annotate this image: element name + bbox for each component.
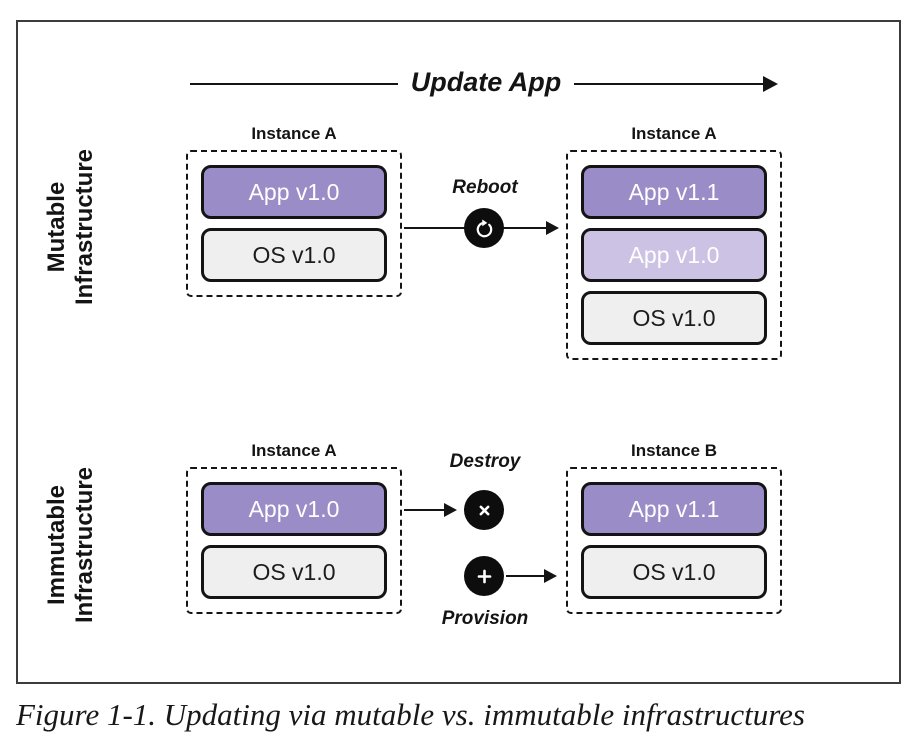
app-box: App v1.0	[201, 482, 387, 536]
update-arrow-line-right	[574, 83, 764, 85]
update-app-label: Update App	[410, 67, 562, 97]
mutable-left-instance: Instance A App v1.0 OS v1.0	[186, 124, 402, 297]
immutable-row-label: Immutable Infrastructure	[43, 425, 107, 665]
mutable-right-instance: Instance A App v1.1 App v1.0 OS v1.0	[566, 124, 782, 360]
immutable-right-instance: Instance B App v1.1 OS v1.0	[566, 441, 782, 614]
provision-label: Provision	[441, 608, 529, 629]
instance-title: Instance A	[251, 124, 337, 143]
reboot-label: Reboot	[452, 177, 518, 198]
old-app-box: App v1.0	[581, 228, 767, 282]
mutable-row-label-line2: Infrastructure	[71, 148, 99, 306]
instance-dashed-box: App v1.1 OS v1.0	[566, 467, 782, 614]
app-box: App v1.0	[201, 165, 387, 219]
update-arrow-line-left	[190, 83, 398, 85]
mutable-row-label: Mutable Infrastructure	[43, 107, 107, 347]
figure-caption: Figure 1-1. Updating via mutable vs. imm…	[16, 697, 805, 732]
update-arrow-head-icon	[763, 76, 778, 92]
instance-title: Instance B	[631, 441, 717, 460]
provision-arrow-line	[506, 575, 544, 577]
app-box: App v1.1	[581, 482, 767, 536]
instance-dashed-box: App v1.0 OS v1.0	[186, 467, 402, 614]
destroy-arrow-head-icon	[444, 503, 457, 517]
os-box: OS v1.0	[201, 545, 387, 599]
immutable-row-label-line1: Immutable	[43, 484, 70, 606]
provision-arrow-head-icon	[544, 569, 557, 583]
instance-dashed-box: App v1.0 OS v1.0	[186, 150, 402, 297]
mutable-row-label-line1: Mutable	[43, 181, 70, 273]
os-box: OS v1.0	[201, 228, 387, 282]
reboot-arrow-head-icon	[546, 221, 559, 235]
immutable-row-label-line2: Infrastructure	[71, 466, 99, 624]
plus-icon	[464, 556, 504, 596]
instance-title: Instance A	[251, 441, 337, 460]
instance-title: Instance A	[631, 124, 717, 143]
reboot-icon	[464, 208, 504, 248]
immutable-left-instance: Instance A App v1.0 OS v1.0	[186, 441, 402, 614]
os-box: OS v1.0	[581, 291, 767, 345]
x-icon	[464, 490, 504, 530]
destroy-arrow-line	[404, 509, 444, 511]
destroy-label: Destroy	[449, 451, 521, 472]
app-box: App v1.1	[581, 165, 767, 219]
os-box: OS v1.0	[581, 545, 767, 599]
instance-dashed-box: App v1.1 App v1.0 OS v1.0	[566, 150, 782, 360]
